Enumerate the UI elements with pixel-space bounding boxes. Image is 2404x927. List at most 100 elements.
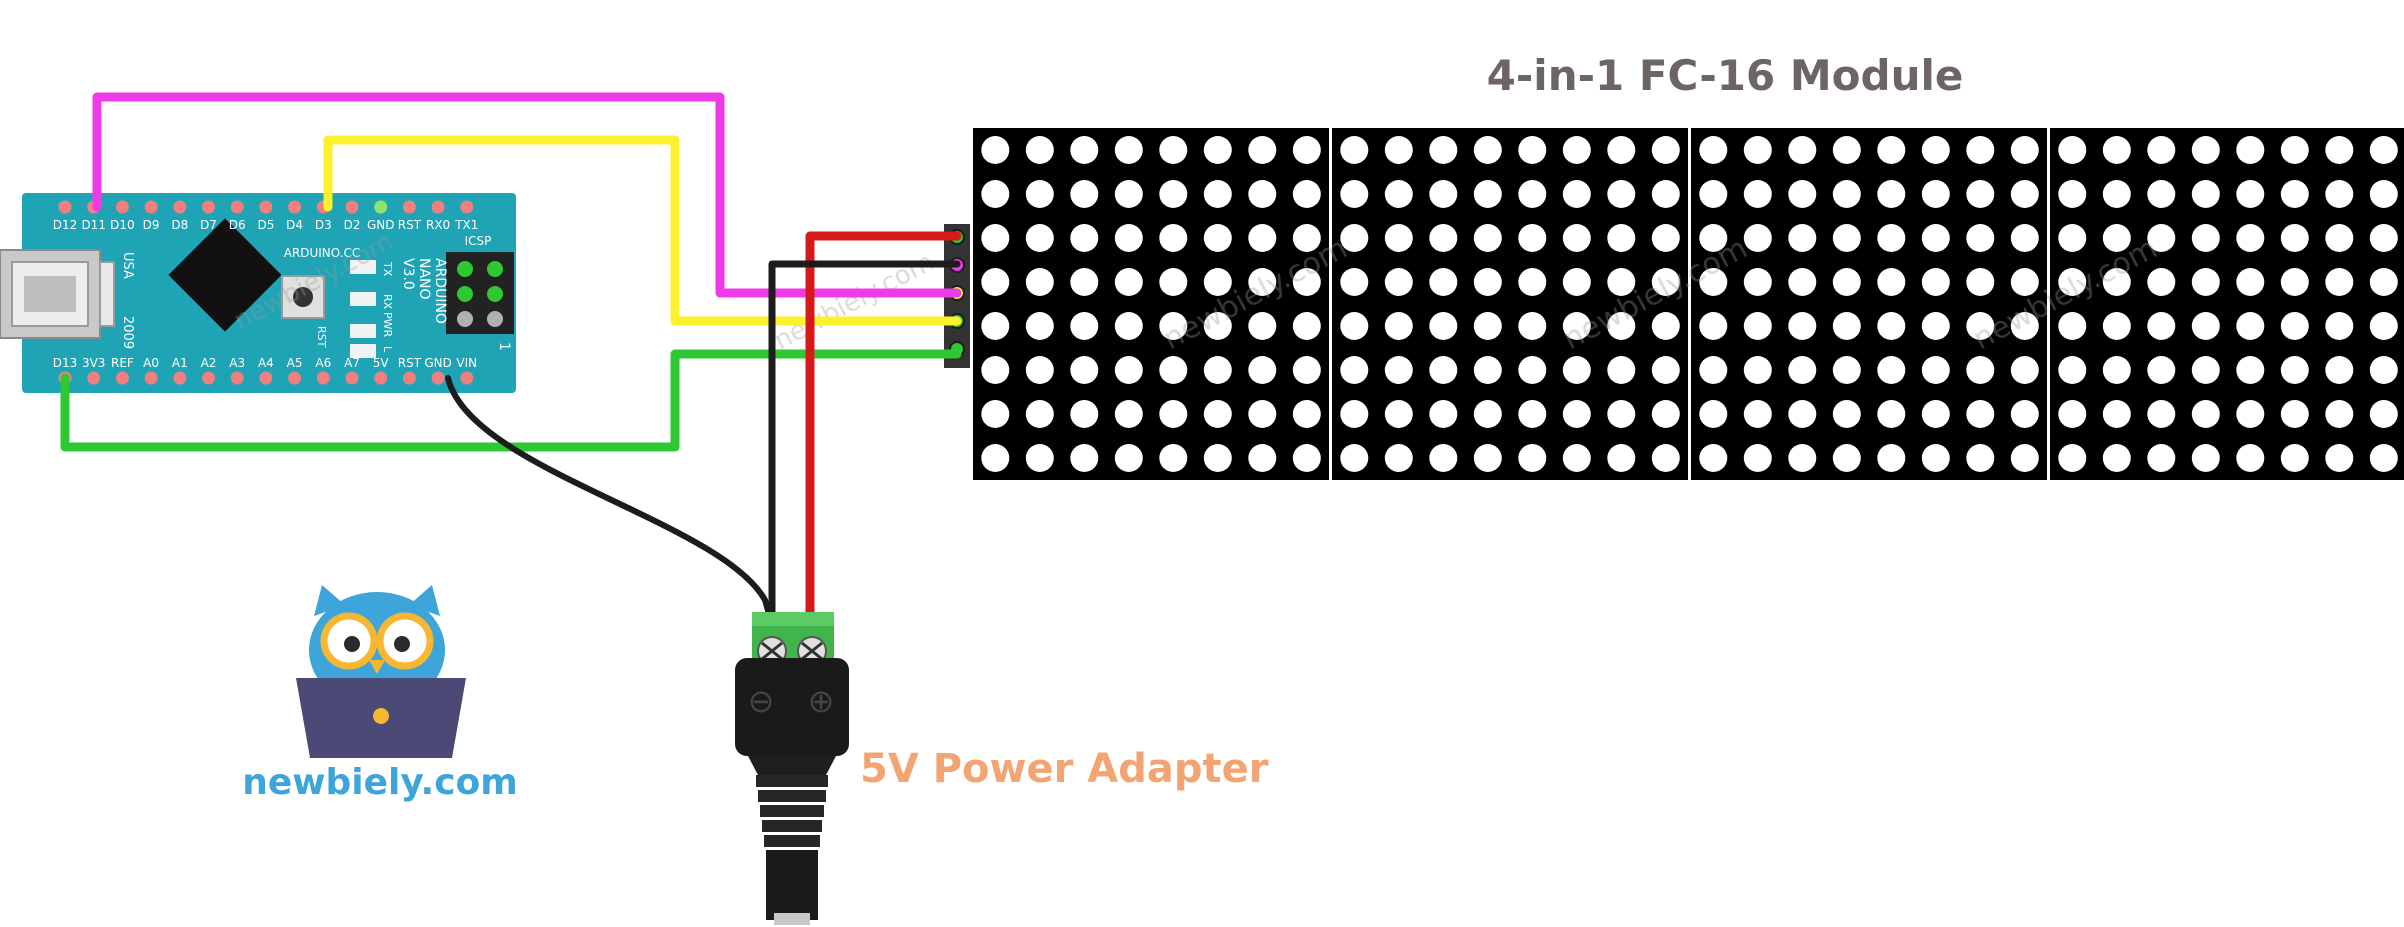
matrix-dot bbox=[1788, 444, 1817, 472]
matrix-dot bbox=[1025, 268, 1054, 296]
matrix-dot bbox=[981, 312, 1010, 340]
matrix-dot bbox=[1788, 136, 1817, 164]
terminal-minus-symbol: ⊖ bbox=[748, 682, 775, 720]
matrix-dot bbox=[1384, 356, 1413, 384]
matrix-dot bbox=[2147, 400, 2176, 428]
matrix-dot bbox=[1562, 356, 1591, 384]
matrix-dot bbox=[1025, 224, 1054, 252]
matrix-dot bbox=[1292, 224, 1321, 252]
matrix-dot bbox=[1429, 268, 1458, 296]
matrix-dot bbox=[1518, 444, 1547, 472]
matrix-dot bbox=[1248, 400, 1277, 428]
matrix-dot bbox=[981, 224, 1010, 252]
matrix-dot bbox=[2102, 312, 2131, 340]
matrix-dot bbox=[2010, 268, 2039, 296]
matrix-dot bbox=[2280, 136, 2309, 164]
matrix-dot bbox=[981, 444, 1010, 472]
terminal-plus-symbol: ⊕ bbox=[808, 682, 835, 720]
matrix-dot bbox=[1607, 268, 1636, 296]
bottom-pin-label: A5 bbox=[287, 356, 303, 370]
matrix-dot bbox=[1743, 400, 1772, 428]
pin-hole bbox=[374, 371, 388, 385]
matrix-dot bbox=[1429, 136, 1458, 164]
matrix-dot bbox=[1699, 224, 1728, 252]
matrix-dot bbox=[1651, 312, 1680, 340]
logo-text: newbiely.com bbox=[242, 762, 518, 803]
matrix-dot bbox=[1429, 400, 1458, 428]
board-model-line3: V3.0 bbox=[400, 258, 416, 290]
matrix-dot bbox=[1114, 268, 1143, 296]
pin-hole bbox=[402, 371, 416, 385]
matrix-dot bbox=[2325, 312, 2354, 340]
matrix-dot bbox=[1292, 180, 1321, 208]
matrix-dot bbox=[2369, 136, 2398, 164]
matrix-dot bbox=[1384, 180, 1413, 208]
matrix-dot bbox=[1473, 224, 1502, 252]
matrix-dot bbox=[2325, 268, 2354, 296]
matrix-dot bbox=[2369, 444, 2398, 472]
top-pin-label: TX1 bbox=[454, 218, 478, 232]
pin-hole bbox=[316, 371, 330, 385]
matrix-dot bbox=[1429, 312, 1458, 340]
board-year-label: 2009 bbox=[120, 316, 135, 349]
board-model-line2: NANO bbox=[416, 258, 432, 300]
wire-black-module bbox=[768, 260, 961, 644]
owl-logo-icon bbox=[296, 585, 466, 758]
matrix-dot bbox=[1562, 268, 1591, 296]
matrix-dot bbox=[2191, 224, 2220, 252]
top-pin-label: RST bbox=[398, 218, 422, 232]
matrix-dot bbox=[1562, 180, 1591, 208]
matrix-dot bbox=[1473, 312, 1502, 340]
matrix-dot bbox=[2369, 400, 2398, 428]
matrix-dot bbox=[1384, 400, 1413, 428]
matrix-dot bbox=[1203, 312, 1232, 340]
matrix-dot bbox=[1159, 356, 1188, 384]
matrix-dot bbox=[1159, 224, 1188, 252]
matrix-dot bbox=[1025, 312, 1054, 340]
matrix-dot bbox=[1607, 312, 1636, 340]
matrix-dot bbox=[2236, 444, 2265, 472]
matrix-dot bbox=[2147, 444, 2176, 472]
matrix-dot bbox=[2058, 444, 2087, 472]
matrix-dot bbox=[2058, 400, 2087, 428]
matrix-dot bbox=[1025, 444, 1054, 472]
matrix-dot bbox=[1203, 224, 1232, 252]
matrix-dot bbox=[2325, 224, 2354, 252]
matrix-dot bbox=[1699, 312, 1728, 340]
matrix-dot bbox=[1429, 356, 1458, 384]
wire-magenta bbox=[92, 92, 962, 298]
pin-hole bbox=[173, 200, 187, 214]
power-adapter: ⊖ ⊕ bbox=[735, 612, 849, 925]
pin-hole bbox=[202, 200, 215, 214]
pin-hole bbox=[173, 371, 187, 385]
bottom-pin-label: A2 bbox=[201, 356, 217, 370]
bottom-pin-label: A6 bbox=[315, 356, 331, 370]
wire-black-nano-gnd bbox=[445, 375, 775, 628]
matrix-dot bbox=[1114, 400, 1143, 428]
matrix-dot bbox=[1340, 400, 1369, 428]
matrix-dot bbox=[1070, 224, 1099, 252]
matrix-dot bbox=[2010, 180, 2039, 208]
bottom-pin-label: A3 bbox=[229, 356, 245, 370]
matrix-dot bbox=[1025, 356, 1054, 384]
pin-hole bbox=[460, 371, 474, 385]
pin-hole bbox=[144, 371, 158, 385]
matrix-dot bbox=[1607, 356, 1636, 384]
matrix-dot bbox=[2058, 268, 2087, 296]
matrix-dot bbox=[2325, 180, 2354, 208]
bottom-pin-label: D13 bbox=[53, 356, 78, 370]
bottom-pin-label: VIN bbox=[456, 356, 477, 370]
matrix-dot bbox=[1788, 268, 1817, 296]
matrix-dot bbox=[2102, 268, 2131, 296]
matrix-dot bbox=[1832, 136, 1861, 164]
matrix-dot bbox=[2147, 180, 2176, 208]
matrix-dot bbox=[1921, 400, 1950, 428]
matrix-dot bbox=[1832, 400, 1861, 428]
matrix-dot bbox=[1699, 180, 1728, 208]
matrix-dot bbox=[1607, 224, 1636, 252]
matrix-dot bbox=[1966, 180, 1995, 208]
board-icsp-label: ICSP bbox=[465, 234, 492, 248]
matrix-dot bbox=[1607, 444, 1636, 472]
matrix-dot bbox=[1518, 180, 1547, 208]
matrix-dot bbox=[1743, 180, 1772, 208]
